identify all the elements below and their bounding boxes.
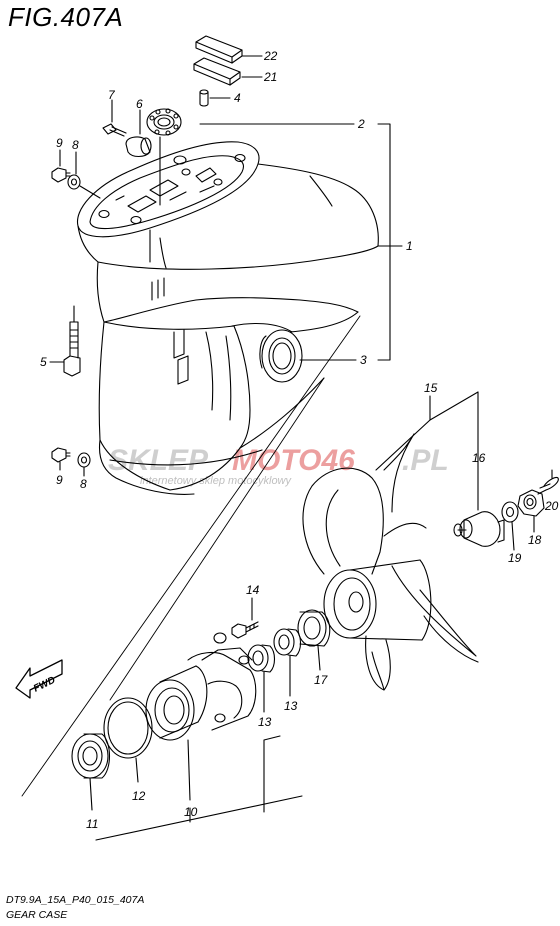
part-13-seal-b[interactable] <box>273 628 302 657</box>
callout-17: 17 <box>314 673 329 687</box>
part-10-bearing-housing[interactable] <box>145 632 257 741</box>
callout-14: 14 <box>246 583 260 597</box>
callout-7: 7 <box>108 88 116 102</box>
callout-13-a: 13 <box>258 715 272 729</box>
watermark: SKLEP MOTO46 .PL internetowy sklep motoc… <box>108 444 449 487</box>
part-4-pin[interactable] <box>199 89 209 107</box>
part-16-bushing[interactable] <box>453 511 505 547</box>
callout-8-bottom: 8 <box>80 477 87 491</box>
callout-21: 21 <box>263 70 277 84</box>
part-5-bolt[interactable] <box>63 321 81 377</box>
fwd-arrow <box>15 659 63 699</box>
part-1-gear-case[interactable] <box>76 141 379 495</box>
part-20-cotter-pin[interactable] <box>537 476 559 495</box>
callout-16: 16 <box>472 451 486 465</box>
callout-18: 18 <box>528 533 542 547</box>
watermark-brand-1: SKLEP <box>108 444 209 477</box>
part-3-seal[interactable] <box>259 329 303 383</box>
callout-9-top: 9 <box>56 136 63 150</box>
callout-10: 10 <box>184 805 198 819</box>
callout-2: 2 <box>357 117 365 131</box>
callout-5: 5 <box>40 355 47 369</box>
callout-12: 12 <box>132 789 146 803</box>
callout-13-b: 13 <box>284 699 298 713</box>
part-19-washer[interactable] <box>501 501 519 523</box>
callout-8-top: 8 <box>72 138 79 152</box>
callout-15: 15 <box>424 381 438 395</box>
callout-4: 4 <box>234 91 241 105</box>
callout-6: 6 <box>136 97 143 111</box>
part-7-screw[interactable] <box>102 123 127 137</box>
part-14-bolt[interactable] <box>231 621 259 639</box>
part-9-bolt-top[interactable] <box>51 167 71 183</box>
callout-19: 19 <box>508 551 522 565</box>
figure-code: DT9.9A_15A_P40_015_407A <box>6 894 145 906</box>
part-6-bearing[interactable] <box>146 108 182 136</box>
part-12-o-ring[interactable] <box>103 697 153 759</box>
part-8-washer-bottom[interactable] <box>77 452 91 468</box>
part-13-seal-a[interactable] <box>247 644 276 673</box>
part-17-seal[interactable] <box>297 609 331 647</box>
callout-22: 22 <box>263 49 278 63</box>
watermark-tagline: internetowy sklep motocyklowy <box>140 475 293 487</box>
figure-subtitle: GEAR CASE <box>6 909 68 921</box>
callout-11: 11 <box>86 817 98 831</box>
fwd-label: FWD <box>32 675 57 695</box>
callout-1: 1 <box>406 239 413 253</box>
part-9-bolt-bottom[interactable] <box>51 447 71 463</box>
watermark-brand-2: MOTO46 <box>232 444 355 477</box>
part-15-propeller[interactable] <box>302 433 479 691</box>
figure-title: FIG.407A <box>8 2 124 32</box>
callout-9-bottom: 9 <box>56 473 63 487</box>
part-18-nut[interactable] <box>517 489 545 517</box>
callouts: 22 21 7 6 4 9 8 2 1 5 3 9 8 15 16 20 18 … <box>40 49 559 831</box>
watermark-brand-3: .PL <box>402 444 449 477</box>
part-21-plate[interactable] <box>193 57 241 86</box>
callout-20: 20 <box>544 499 559 513</box>
part-6-seal[interactable] <box>125 136 152 158</box>
callout-3: 3 <box>360 353 367 367</box>
part-8-washer-top[interactable] <box>67 174 81 190</box>
part-11-bearing[interactable] <box>71 733 111 779</box>
